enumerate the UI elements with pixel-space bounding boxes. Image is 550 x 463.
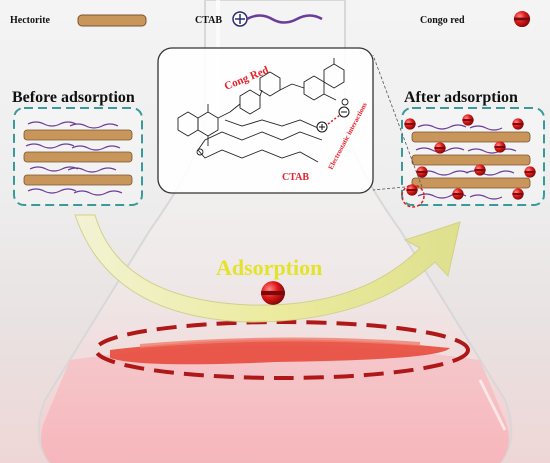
congo-red-ball-center: [261, 281, 285, 305]
congo-red-icon: [513, 10, 531, 28]
sulfonate-charge: [338, 106, 350, 118]
after-adsorption-heading: After adsorption: [404, 89, 518, 106]
electrostatic-interaction-line: [327, 114, 341, 125]
molecule-panel: Cong Red CTAB Electrostatic interactions: [157, 47, 374, 194]
congo-red-molecule: [177, 58, 349, 163]
precipitate-ellipse: [94, 320, 470, 380]
legend-hectorite-label: Hectorite: [10, 15, 51, 26]
zoom-line-upper: [372, 54, 423, 188]
before-adsorption-heading: Before adsorption: [12, 89, 135, 106]
before-adsorption-panel: [13, 107, 143, 206]
legend-ctab-label: CTAB: [195, 15, 222, 26]
ctab-icon: [232, 11, 323, 27]
after-adsorption-panel: [401, 107, 545, 208]
ctab-chain-label: CTAB: [282, 172, 309, 183]
ctab-head-charge: [316, 121, 328, 133]
interaction-highlight: [401, 184, 425, 208]
adsorption-label: Adsorption: [216, 255, 322, 280]
legend: Hectorite CTAB Congo red: [10, 10, 531, 28]
hectorite-icon: [77, 14, 147, 27]
legend-congo-red-label: Congo red: [420, 15, 465, 26]
precipitate-band: [110, 337, 450, 365]
zoom-line-lower: [372, 186, 406, 191]
adsorption-arrow: [74, 214, 461, 323]
